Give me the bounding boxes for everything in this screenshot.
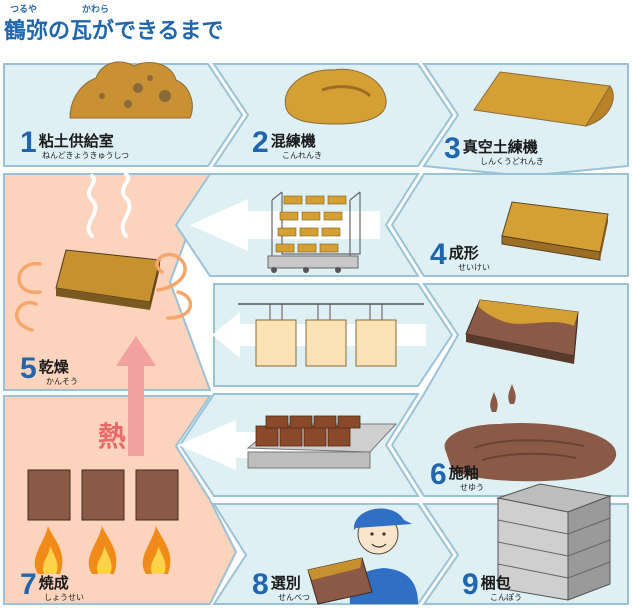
step-7-name: 焼成 (38, 574, 69, 592)
drying-rack-illustration (190, 191, 380, 273)
step-8-number: 8 (252, 568, 269, 601)
step-1-kana: ねんどきょうきゅうしつ (42, 151, 130, 160)
title-text: 鶴弥の瓦ができるまで (4, 19, 224, 44)
step-7-number: 7 (20, 568, 37, 601)
hanging-tiles-illustration (212, 303, 426, 367)
step-6-name: 施釉 (448, 464, 479, 482)
step-4-number: 4 (430, 238, 447, 271)
step-7-kana: しょうせい (44, 593, 84, 602)
glazed-tile-illustration (465, 299, 579, 364)
step-5-name: 乾燥 (38, 358, 69, 376)
flame-icon (34, 526, 171, 574)
steam-icon (86, 172, 132, 238)
fired-tiles-illustration (27, 469, 179, 521)
step-8-kana: せんべつ (278, 593, 310, 602)
step-2-name: 混練機 (270, 132, 316, 150)
step-4-name: 成形 (448, 244, 479, 262)
glaze-pool-illustration (444, 422, 617, 482)
title-ruby-tsuruya: つるや (10, 5, 38, 15)
step-3-name: 真空土練機 (462, 138, 538, 156)
formed-tile-illustration (501, 201, 609, 261)
warm-air-icon (15, 252, 193, 332)
heat-label: 熱 (98, 420, 127, 453)
step-1-name: 粘土供給室 (38, 132, 114, 150)
step-2-kana: こんれんき (282, 151, 322, 160)
step-1-number: 1 (20, 126, 37, 159)
step-8-name: 選別 (270, 574, 301, 592)
mixed-clay-illustration (284, 68, 387, 125)
step-6-number: 6 (430, 458, 447, 491)
step-9-name: 梱包 (480, 574, 511, 592)
step-6-kana: せゆう (460, 483, 484, 492)
worker-illustration (307, 508, 418, 605)
clay-pile-illustration (69, 61, 193, 119)
title-ruby-kawara: かわら (82, 5, 110, 15)
step-4-kana: せいけい (458, 263, 490, 272)
step-5-number: 5 (20, 352, 37, 385)
kiln-car-illustration (178, 415, 398, 470)
step-9-kana: こんぽう (490, 593, 522, 602)
step-5-kana: かんそう (46, 377, 78, 386)
step-3-kana: しんくうどれんき (480, 157, 544, 166)
packed-stack-illustration (496, 483, 612, 601)
glaze-drops-icon (490, 384, 516, 412)
extruded-clay-illustration (473, 71, 614, 127)
step-2-number: 2 (252, 126, 269, 159)
step-3-number: 3 (444, 132, 461, 165)
step-9-number: 9 (462, 568, 479, 601)
heat-arrow-icon (116, 336, 156, 456)
drying-tile-illustration (55, 249, 161, 310)
